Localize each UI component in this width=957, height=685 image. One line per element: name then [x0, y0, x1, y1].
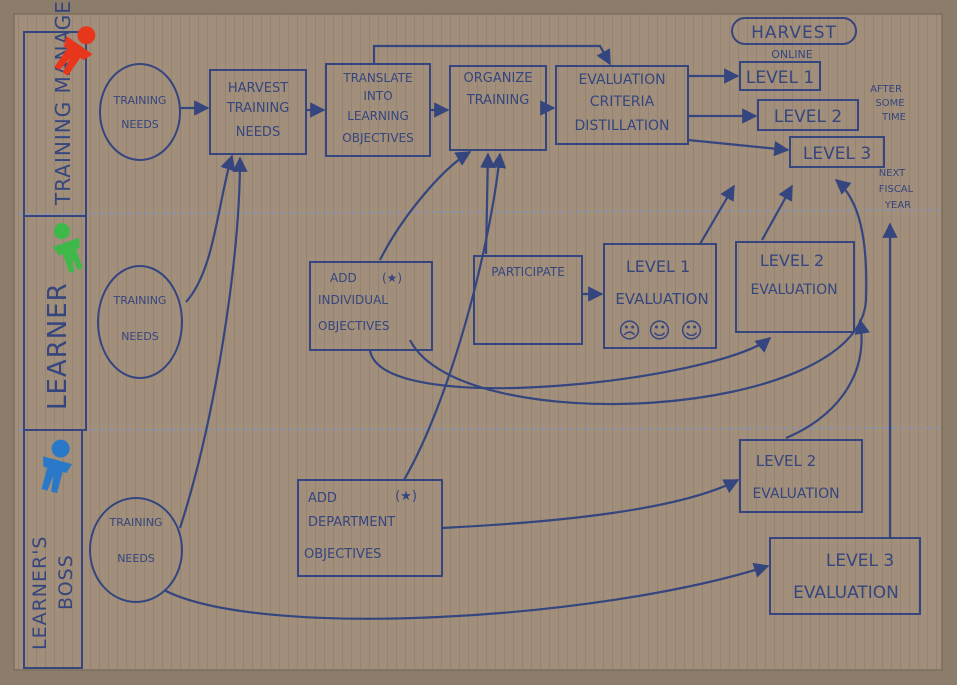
- arrow-individual-loop-to-level2: [368, 337, 772, 390]
- after-line2: Some: [875, 98, 904, 109]
- harvest-online-pill: [731, 17, 857, 45]
- add-ind-line4: Objectives: [318, 319, 389, 333]
- evaluation-line3: Distillation: [574, 118, 669, 134]
- happy-face-icon-2: ☺: [680, 319, 703, 344]
- lane-divider-bottom: [17, 427, 941, 431]
- level2-boss-line1: Level 2: [756, 452, 816, 470]
- level2-learner-line2: Evaluation: [750, 282, 837, 298]
- evaluation-line1: Evaluation: [578, 72, 665, 88]
- level2-learner-line1: Level 2: [760, 251, 824, 270]
- needs-boss-line2: Needs: [117, 552, 155, 565]
- happy-face-icon: ☺: [648, 319, 671, 344]
- translate-line4: Objectives: [342, 131, 413, 145]
- harvest-line2: Training: [226, 101, 290, 116]
- harvest-line3: Needs: [236, 125, 280, 140]
- needs-boss-ellipse: [89, 497, 183, 603]
- translate-line2: into: [363, 89, 392, 103]
- arrow-level2-eval-to-level2: [761, 184, 793, 241]
- needs-manager-ellipse: [99, 63, 181, 161]
- lane-label-boss-box: [23, 429, 83, 669]
- participate-label: Participate: [491, 265, 565, 279]
- level1-evaluation-box: [603, 243, 717, 349]
- participate-box: [473, 255, 583, 345]
- level1-box: [739, 61, 821, 91]
- nextyear-line3: Year: [884, 200, 911, 211]
- add-dept-line4: Objectives: [304, 547, 381, 562]
- organize-line1: Organize: [464, 71, 533, 86]
- level1-eval-line1: Level 1: [626, 257, 690, 276]
- level2-label: Level 2: [774, 107, 842, 127]
- level3-label: Level 3: [803, 144, 871, 164]
- level2-boss-evaluation-box: [739, 439, 863, 513]
- harvest-training-needs-box: [209, 69, 307, 155]
- add-ind-line2: (★): [382, 271, 402, 285]
- level3-boss-evaluation-box: [769, 537, 921, 615]
- lane-label-boss-line1: Learner's: [29, 536, 51, 651]
- arrow-individual-to-organize: [379, 151, 472, 261]
- arrow-eval-to-level3: [687, 138, 790, 157]
- add-ind-line1: Add: [330, 271, 357, 285]
- needs-manager-line1: Training: [113, 94, 167, 107]
- add-ind-line3: Individual: [318, 293, 388, 307]
- needs-learner-line2: Needs: [121, 330, 159, 343]
- level2-boss-line2: Evaluation: [752, 486, 839, 502]
- level1-label: Level 1: [746, 68, 814, 88]
- blue-figure-icon: [41, 439, 73, 494]
- cardboard-sheet: [13, 13, 943, 671]
- level2-learner-evaluation-box: [735, 241, 855, 333]
- translate-line3: Learning: [347, 109, 409, 123]
- level3-boss-line2: Evaluation: [793, 583, 899, 603]
- arrow-department-to-level2-boss: [441, 479, 740, 530]
- lane-label-boss-line2: Boss: [55, 554, 77, 610]
- red-figure-icon: [54, 26, 96, 76]
- level1-eval-line2: Evaluation: [615, 290, 708, 308]
- level2-box: [757, 99, 859, 131]
- translate-line1: Translate: [342, 71, 412, 85]
- arrow-level1-eval-to-level1: [699, 184, 735, 245]
- harvest-line1: Harvest: [228, 81, 288, 96]
- add-dept-line1: Add: [308, 491, 337, 506]
- lane-divider-top: [17, 209, 941, 215]
- nextyear-line2: Fiscal: [879, 184, 914, 195]
- level3-boss-line1: Level 3: [826, 551, 894, 571]
- arrow-boss-needs-loop-to-level3: [409, 179, 868, 406]
- arrow-boss-needs-to-harvest: [178, 156, 248, 529]
- organize-line2: Training: [466, 93, 530, 108]
- arrow-department-to-organize: [403, 152, 507, 481]
- after-line1: After: [870, 84, 902, 95]
- needs-learner-line1: Training: [113, 294, 167, 307]
- needs-manager-line2: Needs: [121, 118, 159, 131]
- evaluation-criteria-box: [555, 65, 689, 145]
- arrow-boss-needs-to-level3-boss: [163, 562, 770, 620]
- add-dept-line3: Department: [308, 515, 395, 530]
- add-dept-line2: (★): [395, 489, 417, 504]
- needs-learner-ellipse: [97, 265, 183, 379]
- online-label: Online: [771, 48, 812, 61]
- nextyear-line1: Next: [879, 168, 906, 179]
- level3-box: [789, 136, 885, 168]
- arrow-learner-needs-to-harvest: [185, 154, 236, 303]
- arrow-translate-over-to-evaluation: [372, 44, 611, 66]
- sad-face-icon: ☹: [618, 319, 641, 344]
- harvest-label: Harvest: [751, 23, 837, 43]
- after-line3: Time: [881, 112, 906, 123]
- lane-label-learner: Learner: [43, 282, 73, 410]
- lane-label-manager: Training Manager: [51, 0, 75, 206]
- evaluation-line2: Criteria: [590, 94, 655, 110]
- green-figure-icon: [52, 223, 83, 273]
- needs-boss-line1: Training: [109, 516, 163, 529]
- arrow-level2-boss-up: [785, 318, 870, 440]
